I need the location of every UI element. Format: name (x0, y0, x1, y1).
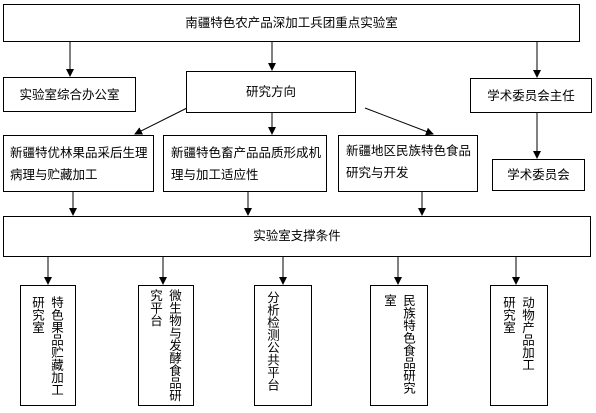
research-area-3-box (338, 135, 478, 192)
research-area-1-label: 新疆特优林果品采后生理病理与贮藏加工 (10, 145, 148, 182)
support-box (3, 216, 591, 257)
support-label: 实验室支撑条件 (253, 228, 341, 243)
committee-box (492, 159, 585, 191)
arrow-direction-to-area-1 (134, 107, 188, 135)
lab-4-label: 民族特色食品研究室 (382, 294, 416, 394)
committee-label: 学术委员会 (507, 167, 570, 182)
lab-1-label: 特色果品贮藏加工研究室 (30, 296, 64, 396)
research-direction-box (186, 71, 356, 113)
diagram-title: 南疆特色农产品深加工兵团重点实验室 (185, 15, 398, 30)
committee-chair-box (470, 78, 592, 113)
research-area-1-box (3, 135, 154, 192)
lab-3-label: 分析检测公共平台 (265, 291, 280, 391)
lab-5-box (490, 285, 548, 406)
research-area-2-box (163, 135, 327, 192)
research-area-2-label: 新疆特色畜产品品质形成机理与加工适应性 (171, 145, 322, 182)
committee-chair-label: 学术委员会主任 (487, 88, 575, 103)
office-box (3, 77, 136, 112)
lab-4-box (370, 285, 428, 406)
lab-3-box (254, 285, 312, 406)
lab-2-box (138, 285, 194, 406)
office-label: 实验室综合办公室 (19, 87, 120, 102)
title-box (3, 4, 580, 42)
research-area-3-label: 新疆地区民族特色食品研究与开发 (346, 143, 472, 180)
research-direction-label: 研究方向 (245, 84, 296, 99)
lab-2-label: 微生物与发酵食品研究平台 (148, 289, 182, 402)
lab-5-label: 动物产品加工研究室 (501, 296, 535, 371)
lab-1-box (20, 285, 76, 406)
arrow-direction-to-area-3 (364, 107, 434, 136)
